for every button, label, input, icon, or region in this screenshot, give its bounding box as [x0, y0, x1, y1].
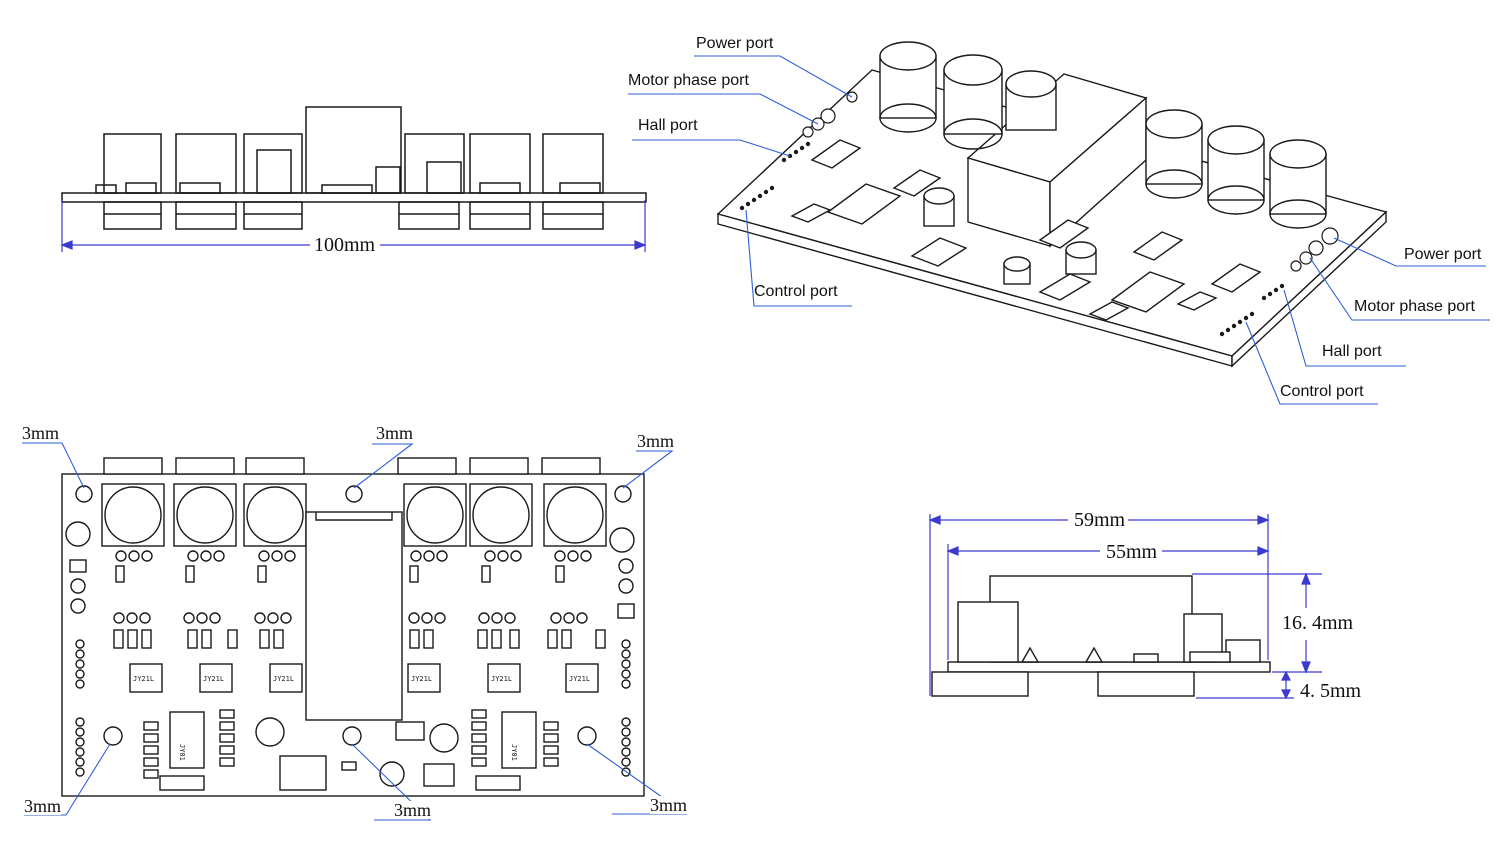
chip-marking: JY21L	[203, 675, 224, 683]
chip-marking: JY21L	[273, 675, 294, 683]
chip-marking: JY01	[510, 744, 518, 761]
height-top-dimension: 16. 4mm	[1282, 612, 1354, 634]
hole-label-bottom-center: 3mm	[394, 800, 432, 820]
hole-label-top-left: 3mm	[22, 423, 60, 443]
chip-marking: JY21L	[411, 675, 432, 683]
width-outer-dimension: 59mm	[1074, 509, 1126, 531]
width-inner-dimension: 55mm	[1106, 541, 1158, 563]
iso-power-port-label: Power port	[696, 35, 774, 52]
iso-motor-phase-port-label-right: Motor phase port	[1354, 298, 1475, 315]
chip-marking: JY21L	[569, 675, 590, 683]
iso-control-port-label: Control port	[754, 283, 838, 300]
chip-marking: JY21L	[133, 675, 154, 683]
iso-control-port-label-right: Control port	[1280, 383, 1364, 400]
iso-motor-phase-port-label: Motor phase port	[628, 72, 749, 89]
hole-label-top-right: 3mm	[637, 431, 675, 451]
length-dimension: 100mm	[314, 234, 376, 256]
chip-marking: JY01	[178, 744, 186, 761]
iso-power-port-label-right: Power port	[1404, 246, 1482, 263]
hole-label-bottom-left: 3mm	[24, 796, 62, 816]
height-bottom-dimension: 4. 5mm	[1300, 680, 1362, 702]
hole-label-top-center: 3mm	[376, 423, 414, 443]
hole-label-bottom-right: 3mm	[650, 795, 688, 815]
iso-hall-port-label: Hall port	[638, 117, 698, 134]
iso-hall-port-label-right: Hall port	[1322, 343, 1382, 360]
chip-marking: JY21L	[491, 675, 512, 683]
